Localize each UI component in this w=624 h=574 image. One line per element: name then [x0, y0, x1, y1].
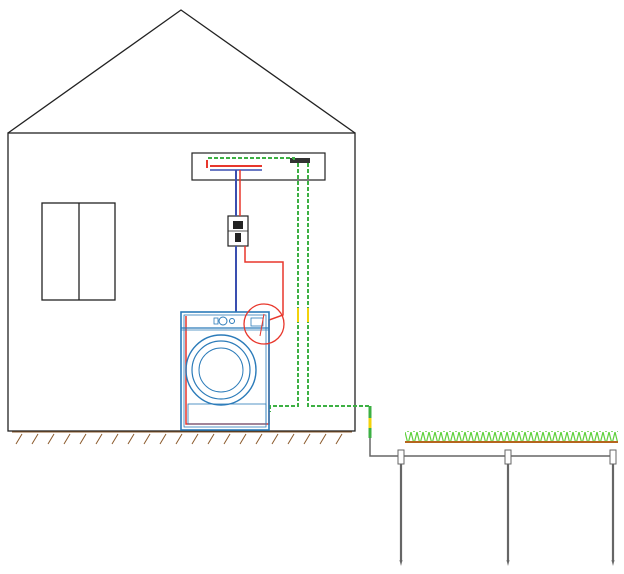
ground-hatch-mark — [15, 433, 23, 445]
ground-hatch-mark — [255, 433, 263, 445]
circuit-breaker-icon — [227, 215, 249, 247]
ground-hatch-mark — [111, 433, 119, 445]
earth-terminal-bar — [290, 158, 310, 163]
earth-rod-icon — [504, 449, 512, 566]
ground-hatch-mark — [335, 433, 343, 445]
ground-hatch-mark — [127, 433, 135, 445]
earth-conductor — [369, 438, 613, 457]
earth-rod-icon — [609, 449, 617, 566]
fault-highlight-circle — [243, 303, 285, 345]
washing-machine-icon — [180, 311, 270, 431]
window — [41, 202, 116, 301]
ground-hatch-mark — [271, 433, 279, 445]
earth-rods — [397, 449, 617, 566]
ground-hatch-mark — [143, 433, 151, 445]
ground-hatch-mark — [319, 433, 327, 445]
ground-hatch-mark — [175, 433, 183, 445]
house-wall — [7, 132, 356, 432]
ground-hatch-mark — [95, 433, 103, 445]
fault-pointer — [259, 313, 265, 337]
earth-wire — [208, 157, 370, 412]
ground-hatch-mark — [63, 433, 71, 445]
ground-hatch-mark — [47, 433, 55, 445]
house-roof — [7, 9, 356, 134]
ground-hatch-mark — [191, 433, 199, 445]
ground-hatch-mark — [287, 433, 295, 445]
ground-hatch-mark — [31, 433, 39, 445]
ground-hatch-mark — [207, 433, 215, 445]
ground-hatch-mark — [239, 433, 247, 445]
ground-hatch-mark — [303, 433, 311, 445]
ground-hatch-mark — [159, 433, 167, 445]
earth-rod-icon — [397, 449, 405, 566]
house — [7, 9, 356, 432]
ground-hatch-mark — [79, 433, 87, 445]
ground-hatch-mark — [223, 433, 231, 445]
ground-hatch — [12, 431, 352, 445]
soil-surface — [405, 431, 618, 443]
